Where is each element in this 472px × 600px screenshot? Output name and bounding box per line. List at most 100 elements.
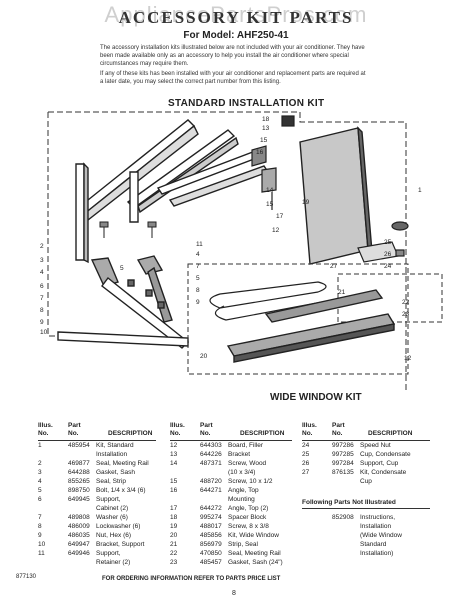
kit-outline-left [47, 112, 88, 337]
callout-26: 26 [384, 251, 392, 258]
wide-window-outline [187, 263, 409, 375]
illus-number: 19 [170, 523, 178, 530]
illus-number: 20 [170, 532, 178, 539]
table-row: Installation [38, 450, 156, 459]
part-number: 488720 [200, 478, 222, 485]
part-description: Installation) [360, 550, 394, 557]
illus-number: 23 [170, 559, 178, 566]
part-description: Mounting [228, 496, 255, 503]
doc-number: 877130 [16, 574, 37, 580]
callout-2: 2 [40, 243, 44, 250]
part-number: 469877 [68, 460, 90, 467]
part-number: 489808 [68, 514, 90, 521]
callout-5b: 5 [196, 275, 200, 282]
part-number: 649947 [68, 541, 90, 548]
part-number: 644272 [200, 505, 222, 512]
part-number: 876135 [332, 469, 354, 476]
callout-25: 25 [384, 239, 392, 246]
callout-4: 4 [40, 269, 44, 276]
callout-12b: 12 [404, 355, 412, 362]
table-row: Standard [302, 540, 430, 549]
part-description: Kit, Standard [96, 442, 134, 449]
model-subtitle: For Model: AHF250-41 [183, 30, 289, 41]
part-description: Cup, Condensate [360, 451, 411, 458]
table-row: Installation [302, 522, 430, 531]
table-row: (10 x 3/4) [170, 468, 292, 477]
callout-27: 27 [330, 263, 338, 270]
part-number: 485856 [200, 532, 222, 539]
part-description: Angle, Top [228, 487, 259, 494]
callout-3: 3 [40, 257, 44, 264]
part-description: Lockwasher (6) [96, 523, 141, 530]
callout-24: 24 [384, 263, 392, 270]
illus-number: 10 [38, 541, 46, 548]
part-number: 470850 [200, 550, 222, 557]
table-row: Cup [302, 477, 430, 486]
part-description: Screw, Wood [228, 460, 267, 467]
part-number: 855265 [68, 478, 90, 485]
illus-number: 12 [170, 442, 178, 449]
seal-rails [76, 119, 270, 222]
callout-9: 9 [40, 319, 44, 326]
footer-note: FOR ORDERING INFORMATION REFER TO PARTS … [102, 576, 281, 582]
illus-number: 18 [170, 514, 178, 521]
table-header: Illus. No. Part No. DESCRIPTION [302, 422, 430, 441]
part-description: Cup [360, 478, 372, 485]
kit-outline [48, 111, 407, 390]
part-number: 485954 [68, 442, 90, 449]
part-number: 997285 [332, 451, 354, 458]
table-header: Illus. No. Part No. DESCRIPTION [38, 422, 156, 441]
illus-number: 6 [38, 496, 42, 503]
part-description: Support, Cup [360, 460, 399, 467]
part-description: Spacer Block [228, 514, 267, 521]
part-description: Seal, Meeting Rail [228, 550, 281, 557]
part-number: 487371 [200, 460, 222, 467]
seal-strip-coil [209, 281, 327, 321]
table-row: Cabinet (2) [38, 504, 156, 513]
part-description: Support, [96, 496, 121, 503]
illus-number: 16 [170, 487, 178, 494]
illus-number: 4 [38, 478, 42, 485]
bolts [99, 221, 157, 238]
part-description: Support, [96, 550, 121, 557]
part-description: Nut, Hex (6) [96, 532, 132, 539]
condensate-cup [357, 221, 409, 263]
callout-16: 16 [256, 149, 264, 156]
illus-number: 22 [170, 550, 178, 557]
page-title: ACCESSORY KIT PARTS [118, 8, 354, 27]
parts-diagram [47, 111, 443, 390]
callout-20: 20 [200, 353, 208, 360]
illus-number: 17 [170, 505, 178, 512]
part-description: Kit, Condensate [360, 469, 407, 476]
part-number: 997286 [332, 442, 354, 449]
callout-6: 6 [40, 283, 44, 290]
intro-paragraph-1: The accessory installation kits illustra… [100, 45, 365, 67]
part-number: 649946 [68, 550, 90, 557]
table-row: (Wide Window [302, 531, 430, 540]
part-description: Instructions, [360, 514, 396, 521]
part-description: Gasket, Sash [96, 469, 136, 476]
callout-18: 18 [262, 116, 270, 123]
parts-column-3: Illus. No. Part No. DESCRIPTION 24 997286… [302, 422, 430, 558]
part-description: Screw, 8 x 3/8 [228, 523, 269, 530]
callout-17: 17 [276, 213, 284, 220]
watermark: AppliancePartsPros.com [104, 2, 368, 27]
illus-number: 21 [170, 541, 178, 548]
not-illustrated-heading: Following Parts Not Illustrated [302, 498, 430, 509]
illus-number: 24 [302, 442, 310, 449]
part-description: Bracket, Support [96, 541, 145, 548]
